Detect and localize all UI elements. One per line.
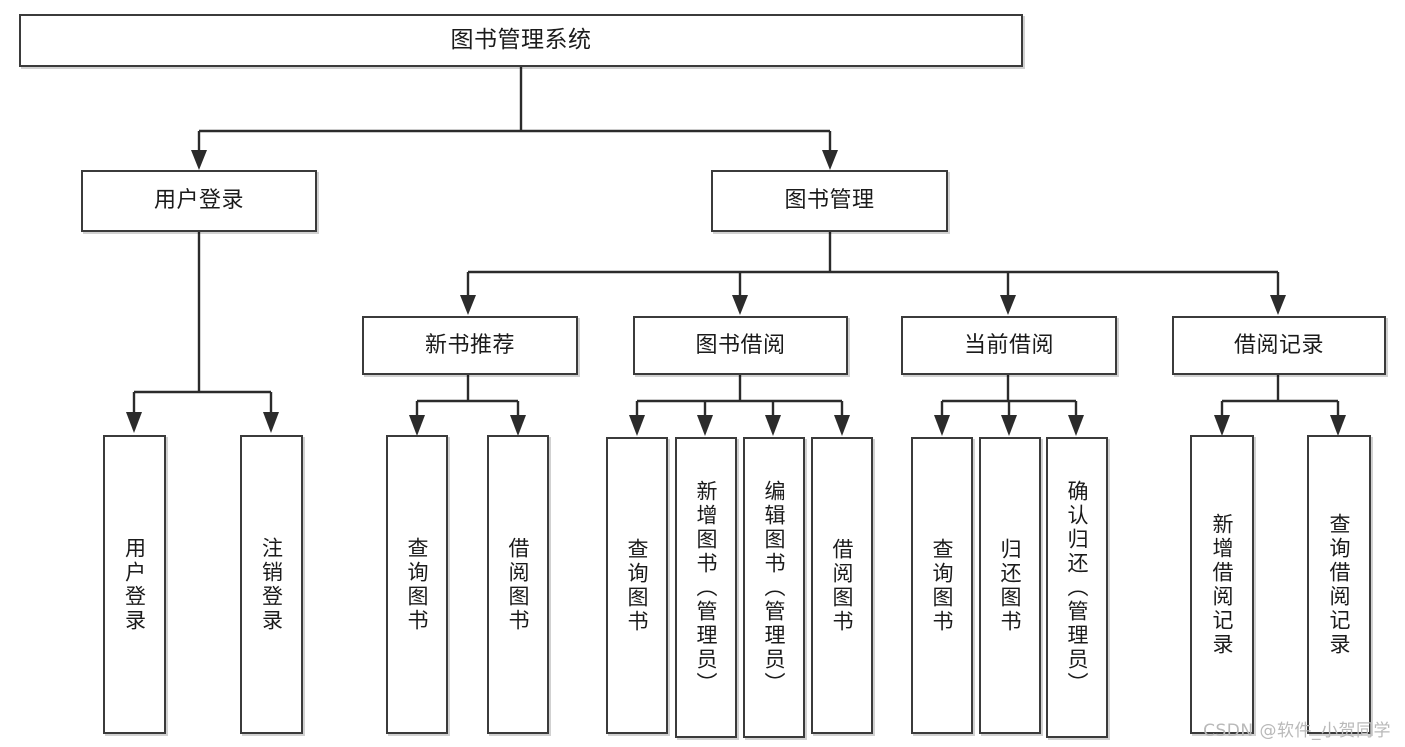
leaf-query-book-2[interactable]: 查询图书 (606, 437, 668, 734)
node-borrow-record-label: 借阅记录 (1233, 332, 1324, 358)
node-root[interactable]: 图书管理系统 (19, 14, 1023, 67)
leaf-query-record-label: 查询借阅记录 (1327, 512, 1352, 657)
leaf-user-login-label: 用户登录 (122, 536, 147, 633)
leaf-borrow-book-1[interactable]: 借阅图书 (487, 435, 549, 734)
leaf-user-logout-label: 注销登录 (259, 536, 284, 633)
node-current-borrow-label: 当前借阅 (963, 332, 1054, 358)
leaf-borrow-book-2-label: 借阅图书 (830, 537, 855, 634)
leaf-query-book-3[interactable]: 查询图书 (911, 437, 973, 734)
leaf-query-book-1-label: 查询图书 (405, 536, 430, 633)
leaf-add-book-label: 新增图书（管理员） (694, 479, 719, 696)
leaf-return-book[interactable]: 归还图书 (979, 437, 1041, 734)
csdn-watermark: CSDN @软件_小贺同学 (1203, 721, 1391, 741)
node-new-book-rec[interactable]: 新书推荐 (362, 316, 578, 375)
node-book-manage-label: 图书管理 (784, 188, 875, 214)
leaf-confirm-return[interactable]: 确认归还（管理员） (1046, 437, 1108, 738)
leaf-return-book-label: 归还图书 (998, 537, 1023, 634)
node-new-book-rec-label: 新书推荐 (424, 332, 515, 358)
leaf-edit-book-label: 编辑图书（管理员） (762, 479, 787, 696)
leaf-user-login[interactable]: 用户登录 (103, 435, 166, 734)
node-user-login[interactable]: 用户登录 (81, 170, 317, 232)
leaf-add-record[interactable]: 新增借阅记录 (1190, 435, 1254, 734)
node-root-label: 图书管理系统 (450, 27, 592, 54)
leaf-add-record-label: 新增借阅记录 (1210, 512, 1235, 657)
leaf-query-book-2-label: 查询图书 (625, 537, 650, 634)
leaf-query-book-3-label: 查询图书 (930, 537, 955, 634)
leaf-borrow-book-1-label: 借阅图书 (506, 536, 531, 633)
leaf-query-record[interactable]: 查询借阅记录 (1307, 435, 1371, 734)
node-user-login-label: 用户登录 (153, 188, 244, 214)
node-borrow-record[interactable]: 借阅记录 (1172, 316, 1386, 375)
leaf-confirm-return-label: 确认归还（管理员） (1065, 479, 1090, 696)
node-current-borrow[interactable]: 当前借阅 (901, 316, 1117, 375)
leaf-edit-book[interactable]: 编辑图书（管理员） (743, 437, 805, 738)
node-book-manage[interactable]: 图书管理 (711, 170, 948, 232)
leaf-add-book[interactable]: 新增图书（管理员） (675, 437, 737, 738)
leaf-user-logout[interactable]: 注销登录 (240, 435, 303, 734)
node-book-borrow[interactable]: 图书借阅 (633, 316, 848, 375)
leaf-borrow-book-2[interactable]: 借阅图书 (811, 437, 873, 734)
leaf-query-book-1[interactable]: 查询图书 (386, 435, 448, 734)
node-book-borrow-label: 图书借阅 (695, 332, 786, 358)
